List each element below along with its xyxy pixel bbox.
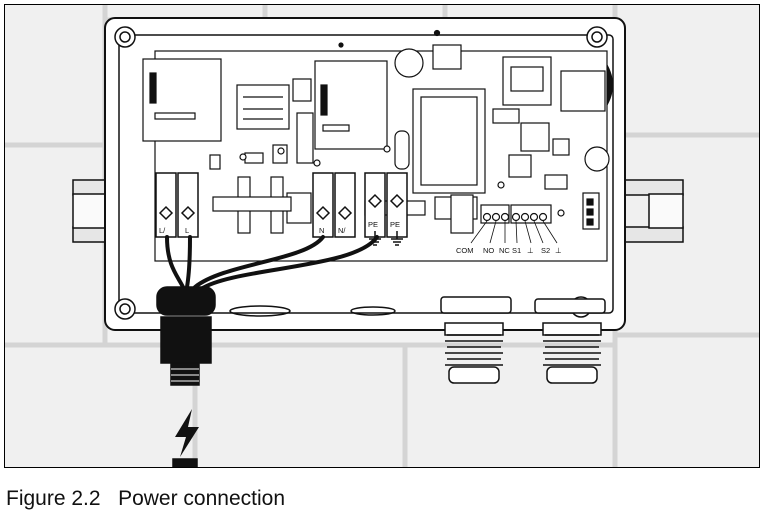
relay-label-ground-2: ⊥ bbox=[555, 246, 562, 255]
relay-label-nc: NC bbox=[499, 246, 510, 255]
brick-wall bbox=[5, 5, 759, 467]
terminal-labels: L/ L N N/ PE PE COM NO NC S1 ⊥ S2 ⊥ bbox=[159, 220, 562, 255]
terminal-block-neutral bbox=[312, 172, 356, 238]
terminal-label-pe-1: PE bbox=[368, 220, 378, 229]
circuit-board bbox=[142, 29, 610, 262]
relay-label-s1: S1 bbox=[512, 246, 521, 255]
relay-label-ground-1: ⊥ bbox=[527, 246, 534, 255]
figure-caption: Figure 2.2 Power connection bbox=[6, 487, 285, 511]
power-wires bbox=[165, 235, 379, 291]
power-cable-gland bbox=[156, 286, 216, 467]
cable-gland-left bbox=[440, 296, 512, 384]
terminal-label-n: N bbox=[319, 226, 324, 235]
relay-label-no: NO bbox=[483, 246, 494, 255]
relay-label-com: COM bbox=[456, 246, 474, 255]
lightning-bolt-icon bbox=[175, 409, 199, 457]
figure-number: Figure 2.2 bbox=[6, 487, 101, 510]
power-connection-diagram: L/ L N N/ PE PE COM NO NC S1 ⊥ S2 ⊥ bbox=[4, 4, 760, 468]
relay-label-s2: S2 bbox=[541, 246, 550, 255]
terminal-block-earth bbox=[364, 172, 408, 246]
figure-title: Power connection bbox=[118, 487, 286, 510]
terminal-label-n-loop: N/ bbox=[338, 226, 346, 235]
terminal-block-relay bbox=[470, 204, 558, 244]
terminal-label-l-loop: L/ bbox=[159, 226, 166, 235]
terminal-label-pe-2: PE bbox=[390, 220, 400, 229]
cable-gland-right bbox=[534, 298, 606, 384]
terminal-label-l: L bbox=[185, 226, 189, 235]
